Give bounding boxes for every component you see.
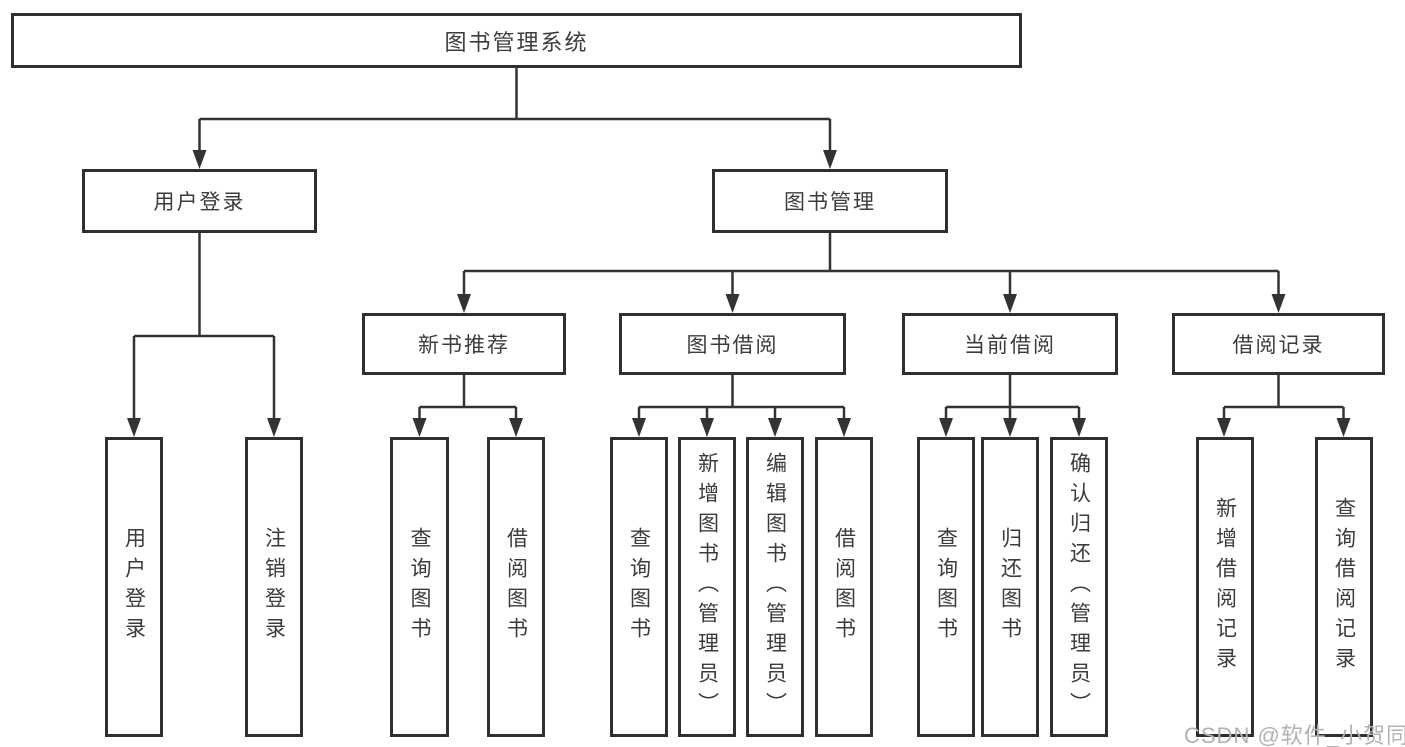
node-label: 当前借阅 bbox=[964, 334, 1056, 357]
leaf-records-add-record: 新增借阅记录 bbox=[1196, 437, 1254, 737]
connector-root-to-level2 bbox=[192, 68, 837, 169]
node-label: 新增图书（管理员） bbox=[695, 452, 719, 722]
arrowhead-icon bbox=[837, 418, 851, 437]
arrowhead-icon bbox=[632, 418, 646, 437]
connector-current-borrow-branch bbox=[939, 374, 1086, 437]
leaf-current-query-books: 查询图书 bbox=[917, 437, 975, 737]
leaf-logout: 注销登录 bbox=[245, 437, 303, 737]
leaf-current-confirm-return-admin: 确认归还（管理员） bbox=[1050, 437, 1108, 737]
leaf-records-query-record: 查询借阅记录 bbox=[1315, 437, 1373, 737]
arrowhead-icon bbox=[1003, 418, 1017, 437]
leaf-borrow-query-books: 查询图书 bbox=[610, 437, 668, 737]
connector-book-borrow-branch bbox=[632, 374, 851, 437]
node-book-borrow: 图书借阅 bbox=[619, 313, 846, 375]
node-label: 借阅图书 bbox=[504, 527, 528, 647]
arrowhead-icon bbox=[412, 418, 427, 437]
arrowhead-icon bbox=[700, 418, 714, 437]
leaf-recommend-borrow-books: 借阅图书 bbox=[487, 437, 545, 737]
node-label: 图书管理系统 bbox=[444, 29, 589, 55]
leaf-borrow-edit-books-admin: 编辑图书（管理员） bbox=[746, 437, 804, 737]
node-label: 查询图书 bbox=[627, 527, 651, 647]
arrowhead-icon bbox=[457, 294, 471, 313]
arrowhead-icon bbox=[1217, 418, 1231, 437]
node-label: 注销登录 bbox=[262, 527, 286, 647]
arrowhead-icon bbox=[192, 150, 207, 169]
node-label: 查询图书 bbox=[408, 527, 432, 647]
node-book-management-group: 图书管理 bbox=[712, 169, 948, 233]
arrowhead-icon bbox=[267, 418, 281, 437]
node-label: 借阅记录 bbox=[1232, 334, 1325, 357]
node-label: 确认归还（管理员） bbox=[1067, 452, 1091, 722]
node-label: 新增借阅记录 bbox=[1213, 497, 1237, 677]
arrowhead-icon bbox=[823, 150, 837, 169]
arrowhead-icon bbox=[127, 418, 141, 437]
node-label: 用户登录 bbox=[153, 191, 246, 214]
node-label: 用户登录 bbox=[122, 527, 146, 647]
arrowhead-icon bbox=[1271, 294, 1286, 313]
node-label: 借阅图书 bbox=[832, 527, 856, 647]
arrowhead-icon bbox=[1072, 418, 1086, 437]
arrowhead-icon bbox=[725, 294, 740, 313]
node-label: 查询图书 bbox=[934, 527, 958, 647]
node-label: 图书借阅 bbox=[686, 334, 779, 357]
arrowhead-icon bbox=[509, 418, 523, 437]
node-new-book-recommend: 新书推荐 bbox=[362, 313, 566, 375]
arrowhead-icon bbox=[768, 418, 782, 437]
node-root-system: 图书管理系统 bbox=[11, 13, 1022, 68]
node-label: 查询借阅记录 bbox=[1332, 497, 1356, 677]
arrowhead-icon bbox=[1336, 418, 1351, 437]
csdn-watermark: CSDN @软件_小贺同学 bbox=[1184, 723, 1405, 747]
node-label: 编辑图书（管理员） bbox=[763, 452, 787, 722]
connector-borrow-records-branch bbox=[1217, 374, 1351, 437]
node-label: 新书推荐 bbox=[418, 334, 510, 357]
arrowhead-icon bbox=[939, 418, 953, 437]
node-label: 归还图书 bbox=[998, 527, 1022, 647]
leaf-current-return-books: 归还图书 bbox=[981, 437, 1039, 737]
connector-book-mgmt-branch bbox=[457, 232, 1286, 313]
connector-user-login-branch bbox=[127, 232, 281, 437]
leaf-borrow-borrow-books: 借阅图书 bbox=[815, 437, 873, 737]
node-borrow-records: 借阅记录 bbox=[1172, 313, 1385, 375]
connector-new-book-branch bbox=[412, 374, 523, 437]
node-label: 图书管理 bbox=[784, 191, 876, 214]
node-user-login-group: 用户登录 bbox=[82, 169, 317, 233]
leaf-user-login: 用户登录 bbox=[105, 437, 163, 737]
leaf-recommend-query-books: 查询图书 bbox=[390, 437, 449, 737]
leaf-borrow-add-books-admin: 新增图书（管理员） bbox=[678, 437, 736, 737]
arrowhead-icon bbox=[1003, 294, 1017, 313]
node-current-borrow: 当前借阅 bbox=[902, 313, 1118, 375]
